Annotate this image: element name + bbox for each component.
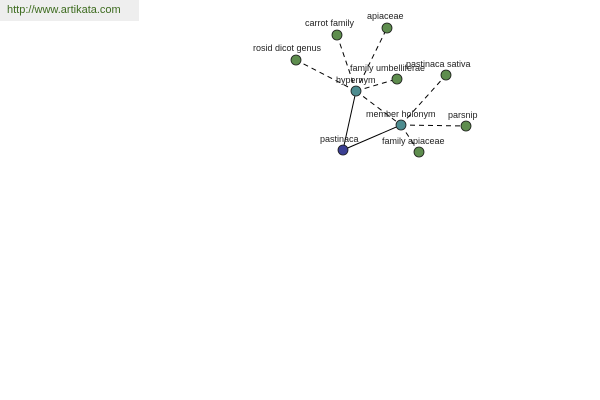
site-url-link[interactable]: http://www.artikata.com — [7, 4, 121, 16]
node-label-pastinaca: pastinaca — [320, 134, 359, 144]
node-circle-family-apiaceae[interactable] — [413, 146, 425, 158]
node-circle-rosid-dicot-genus[interactable] — [290, 54, 302, 66]
node-pastinaca[interactable]: pastinaca — [320, 134, 359, 156]
node-family-umbelliferae[interactable]: family umbelliferae — [350, 63, 425, 85]
edge-hypernym-to-carrot-family — [336, 34, 357, 92]
node-label-family-umbelliferae: family umbelliferae — [350, 63, 425, 73]
node-label-parsnip: parsnip — [448, 110, 478, 120]
node-label-pastinaca-sativa: pastinaca sativa — [406, 59, 471, 69]
url-bar: http://www.artikata.com — [0, 0, 139, 21]
nodes-layer: pastinaca hypernym member holonym carrot fa… — [253, 11, 478, 158]
node-label-member-holonym: member holonym — [366, 109, 436, 119]
node-apiaceae[interactable]: apiaceae — [367, 11, 404, 34]
node-circle-parsnip[interactable] — [460, 120, 472, 132]
node-rosid-dicot-genus[interactable]: rosid dicot genus — [253, 43, 322, 66]
node-family-apiaceae[interactable]: family apiaceae — [382, 136, 445, 158]
node-hypernym[interactable]: hypernym — [336, 75, 376, 97]
node-member-holonym[interactable]: member holonym — [366, 109, 436, 131]
node-circle-apiaceae[interactable] — [381, 22, 393, 34]
edge-member-holonym-to-pastinaca-sativa — [400, 74, 447, 126]
edge-pastinaca-to-hypernym — [342, 90, 357, 151]
node-label-family-apiaceae: family apiaceae — [382, 136, 445, 146]
edge-hypernym-to-rosid-dicot-genus — [295, 59, 357, 92]
node-circle-carrot-family[interactable] — [331, 29, 343, 41]
edges-layer — [295, 27, 467, 153]
edge-member-holonym-to-parsnip — [400, 124, 467, 127]
node-circle-family-umbelliferae[interactable] — [391, 73, 403, 85]
node-label-carrot-family: carrot family — [305, 18, 355, 28]
node-carrot-family[interactable]: carrot family — [305, 18, 355, 41]
edge-pastinaca-to-member-holonym — [342, 124, 402, 151]
node-circle-hypernym[interactable] — [350, 85, 362, 97]
node-circle-pastinaca-sativa[interactable] — [440, 69, 452, 81]
node-label-hypernym: hypernym — [336, 75, 376, 85]
edge-hypernym-to-family-umbelliferae — [355, 78, 398, 92]
node-label-apiaceae: apiaceae — [367, 11, 404, 21]
node-parsnip[interactable]: parsnip — [448, 110, 478, 132]
node-label-rosid-dicot-genus: rosid dicot genus — [253, 43, 322, 53]
edge-hypernym-to-apiaceae — [355, 27, 388, 92]
node-pastinaca-sativa[interactable]: pastinaca sativa — [406, 59, 471, 81]
edge-member-holonym-to-family-apiaceae — [400, 124, 420, 153]
node-circle-member-holonym[interactable] — [395, 119, 407, 131]
node-circle-pastinaca[interactable] — [337, 144, 349, 156]
edge-hypernym-to-member-holonym — [355, 90, 402, 126]
